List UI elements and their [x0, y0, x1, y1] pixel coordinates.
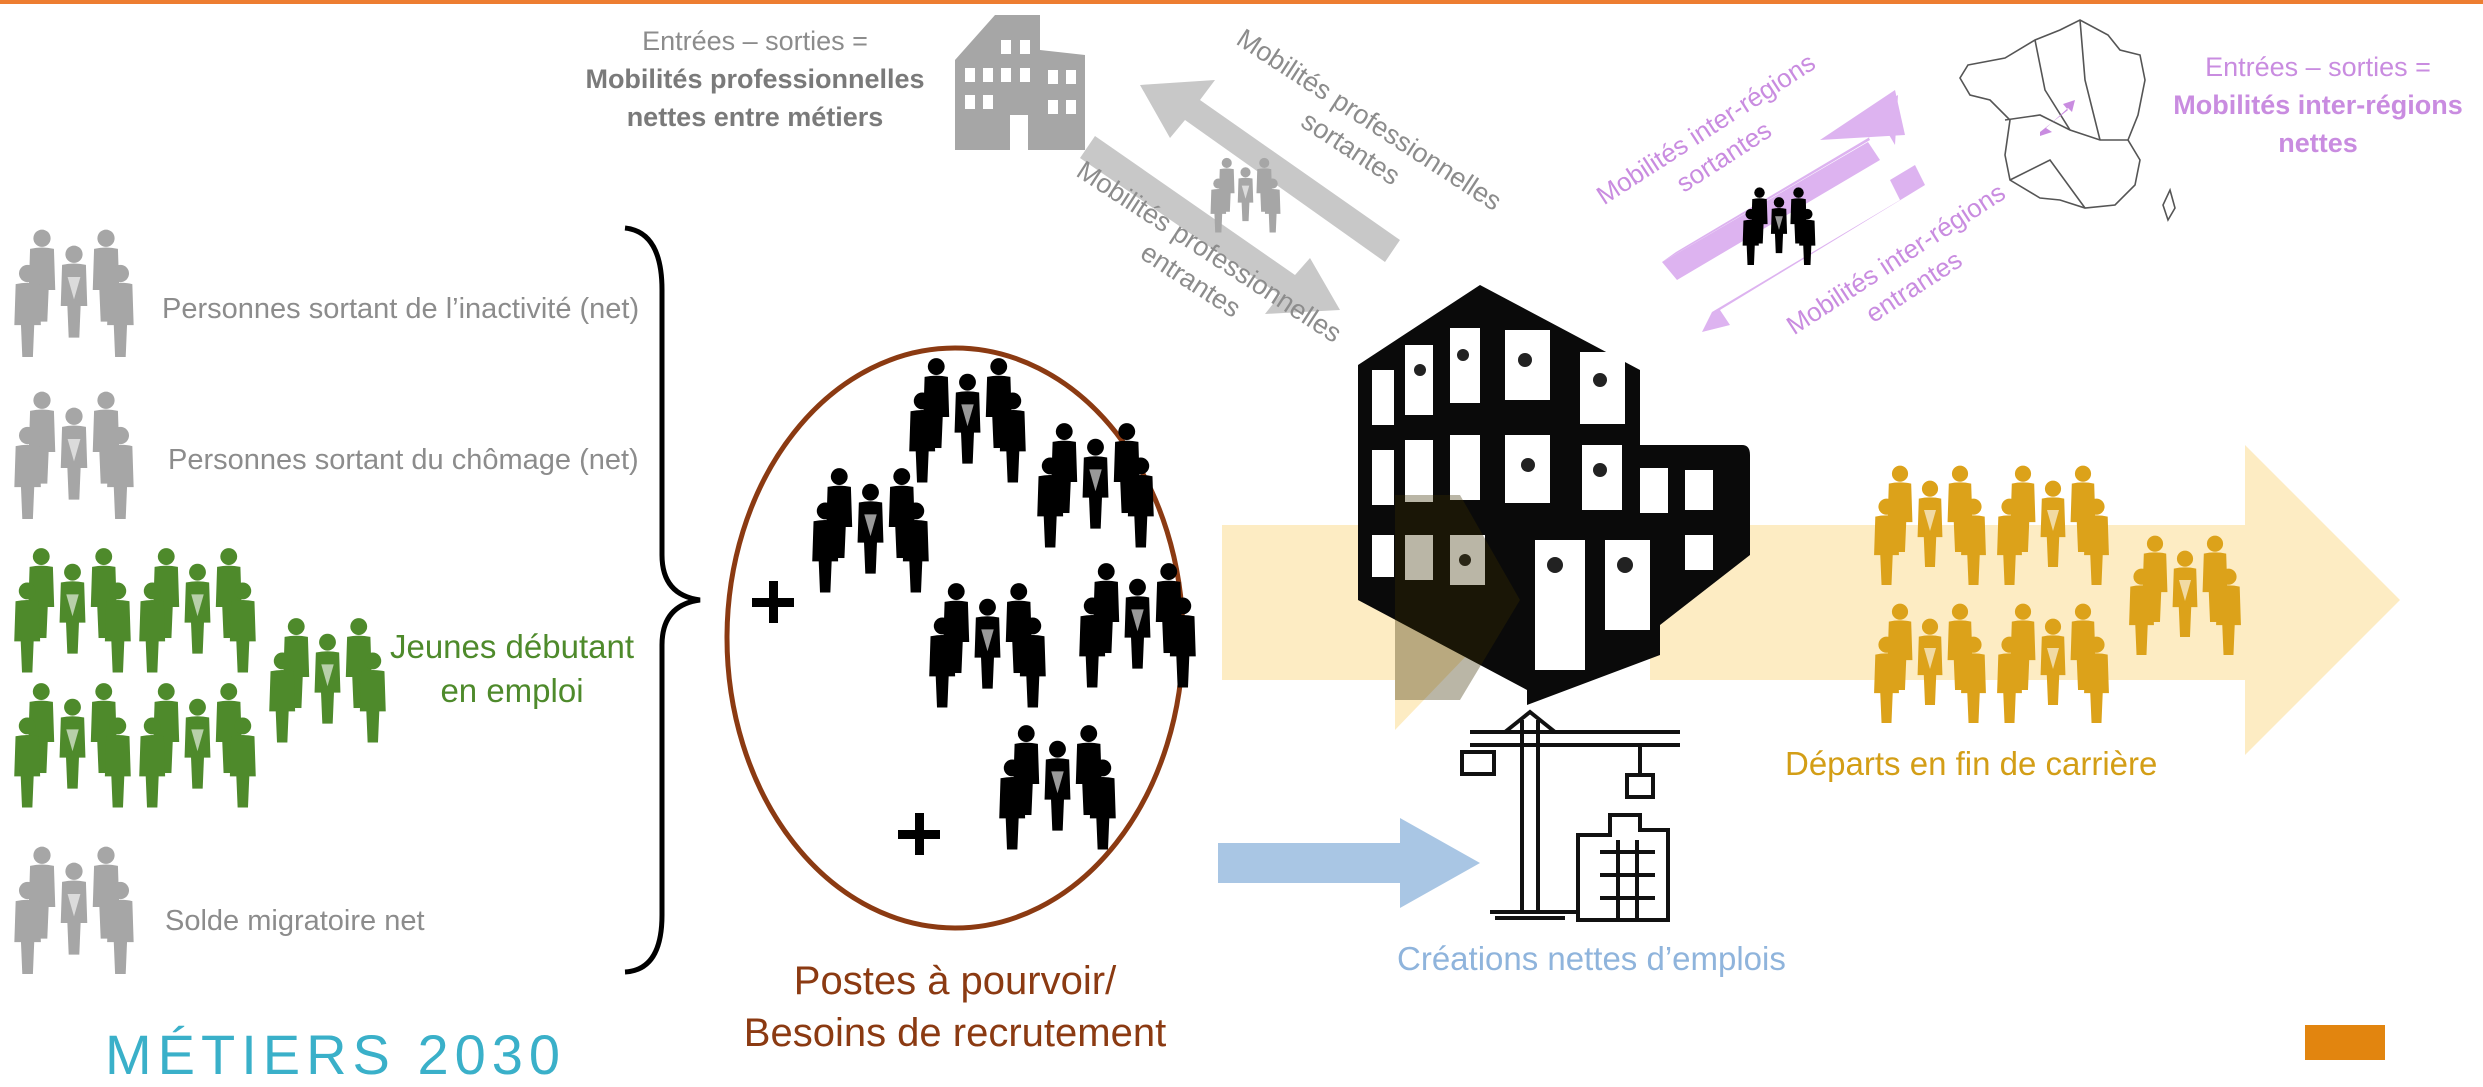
- migration-people-icon: [14, 847, 133, 974]
- creations-label: Créations nettes d’emplois: [1397, 940, 1786, 977]
- grey-building-icon: [955, 15, 1085, 150]
- postes-line2: Besoins de recrutement: [743, 1011, 1167, 1055]
- departures-label: Départs en fin de carrière: [1785, 745, 2158, 782]
- region-net-line1: Entrées – sorties =: [2205, 52, 2431, 82]
- metiers-logo: MÉTIERS 2030: [105, 1023, 567, 1086]
- plus-icon: [752, 581, 940, 855]
- orange-square: [2305, 1025, 2385, 1060]
- region-people-icon: [1743, 187, 1816, 265]
- professional-net-line2: Mobilités professionnelles: [585, 64, 925, 94]
- top-rule: [0, 0, 2483, 4]
- postes-line1: Postes à pourvoir/: [793, 959, 1117, 1003]
- youth-label: Jeunes débutant en emploi: [382, 625, 642, 713]
- mobility-people-icon: [1211, 158, 1281, 233]
- region-net-label: Entrées – sorties = Mobilités inter-régi…: [2163, 48, 2473, 162]
- inactivity-people-icon: [14, 230, 133, 357]
- diagram-graphics: [0, 15, 2400, 1060]
- region-net-arrow-icon: [2040, 100, 2075, 136]
- region-net-line2: Mobilités inter-régions: [2173, 90, 2463, 120]
- construction-crane-icon: [1460, 709, 1680, 922]
- region-net-line3: nettes: [2278, 128, 2358, 158]
- office-building-icon: [1358, 285, 1750, 705]
- region-mobility-arrows: [1662, 90, 1925, 332]
- postes-people-icon: [812, 358, 1196, 849]
- postes-label: Postes à pourvoir/ Besoins de recrutemen…: [740, 955, 1170, 1059]
- creations-arrow-icon: [1218, 818, 1480, 908]
- migration-label: Solde migratoire net: [165, 905, 425, 937]
- unemployment-people-icon: [14, 392, 133, 519]
- inactivity-label: Personnes sortant de l’inactivité (net): [162, 293, 640, 325]
- france-map-icon: [1959, 19, 2176, 222]
- professional-net-line3: nettes entre métiers: [626, 102, 884, 132]
- youth-people-icon: [14, 548, 386, 807]
- professional-net-line1: Entrées – sorties =: [642, 26, 868, 56]
- youth-label-line2: en emploi: [440, 672, 584, 709]
- brace-icon: [624, 225, 701, 975]
- youth-label-line1: Jeunes débutant: [389, 628, 635, 665]
- unemployment-label: Personnes sortant du chômage (net): [168, 444, 639, 476]
- professional-net-label: Entrées – sorties = Mobilités profession…: [560, 22, 950, 136]
- departures-arrow-icon: [1650, 445, 2400, 755]
